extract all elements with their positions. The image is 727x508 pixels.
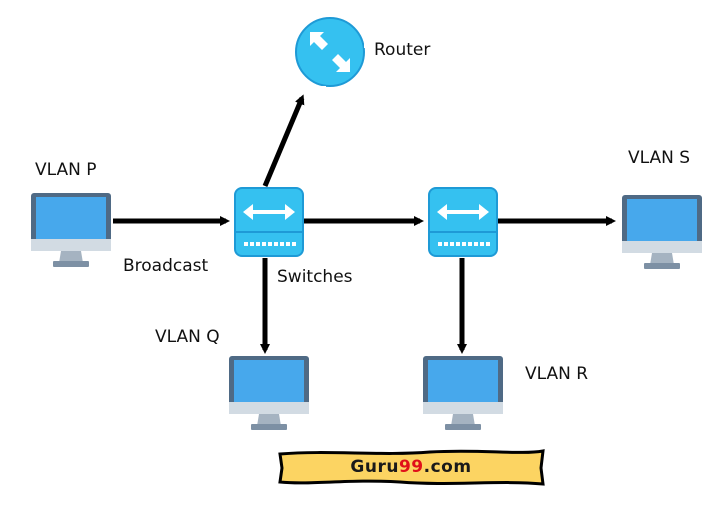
router-label: Router	[374, 40, 431, 60]
vlan-p-computer-icon	[31, 193, 111, 267]
broadcast-label: Broadcast	[123, 256, 209, 276]
brand-banner	[278, 449, 545, 486]
router-icon	[295, 17, 382, 104]
brand-prefix: Guru	[350, 457, 399, 477]
switch-b-icon	[427, 186, 499, 258]
edge-switch-a-to-router	[262, 94, 305, 187]
vlan-s-computer-icon	[622, 195, 702, 269]
vlan-q-label: VLAN Q	[155, 327, 220, 347]
vlan-r-label: VLAN R	[525, 364, 589, 384]
vlan-p-label: VLAN P	[35, 160, 97, 180]
brand-suffix: .com	[423, 457, 472, 477]
edges	[113, 94, 616, 354]
switch-a-icon	[233, 186, 305, 258]
brand-accent: 99	[398, 457, 424, 477]
switches-label: Switches	[277, 267, 353, 287]
vlan-q-computer-icon	[229, 356, 309, 430]
vlan-r-computer-icon	[423, 356, 503, 430]
vlan-s-label: VLAN S	[628, 148, 691, 168]
